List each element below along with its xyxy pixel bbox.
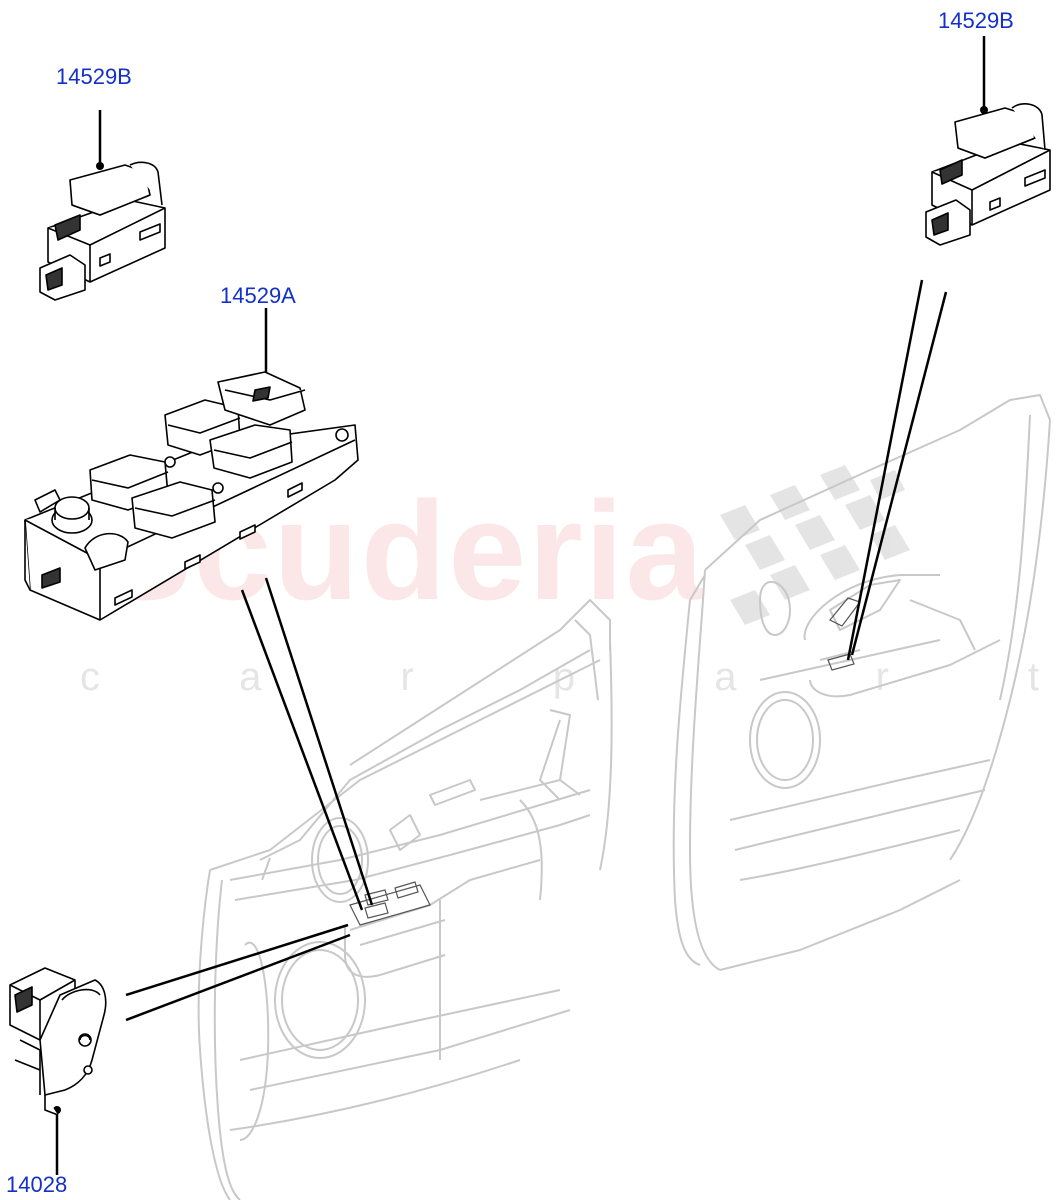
- master-window-switch-pack: [24, 371, 359, 621]
- single-window-switch-right: [925, 103, 1051, 246]
- front-door-panel: [197, 599, 613, 1200]
- lock-switch: [9, 967, 107, 1116]
- callout-14529a: 14529A: [220, 283, 296, 308]
- leader-dots: [53, 106, 988, 1114]
- rear-door-panel: [672, 394, 1051, 971]
- callout-14529b-right: 14529B: [938, 8, 1014, 33]
- callout-14529b-left: 14529B: [56, 64, 132, 89]
- front-door-switch-detail: [349, 881, 431, 926]
- callout-14028: 14028: [6, 1172, 68, 1197]
- leader-lines: [55, 36, 986, 1175]
- single-window-switch-left: [39, 161, 166, 301]
